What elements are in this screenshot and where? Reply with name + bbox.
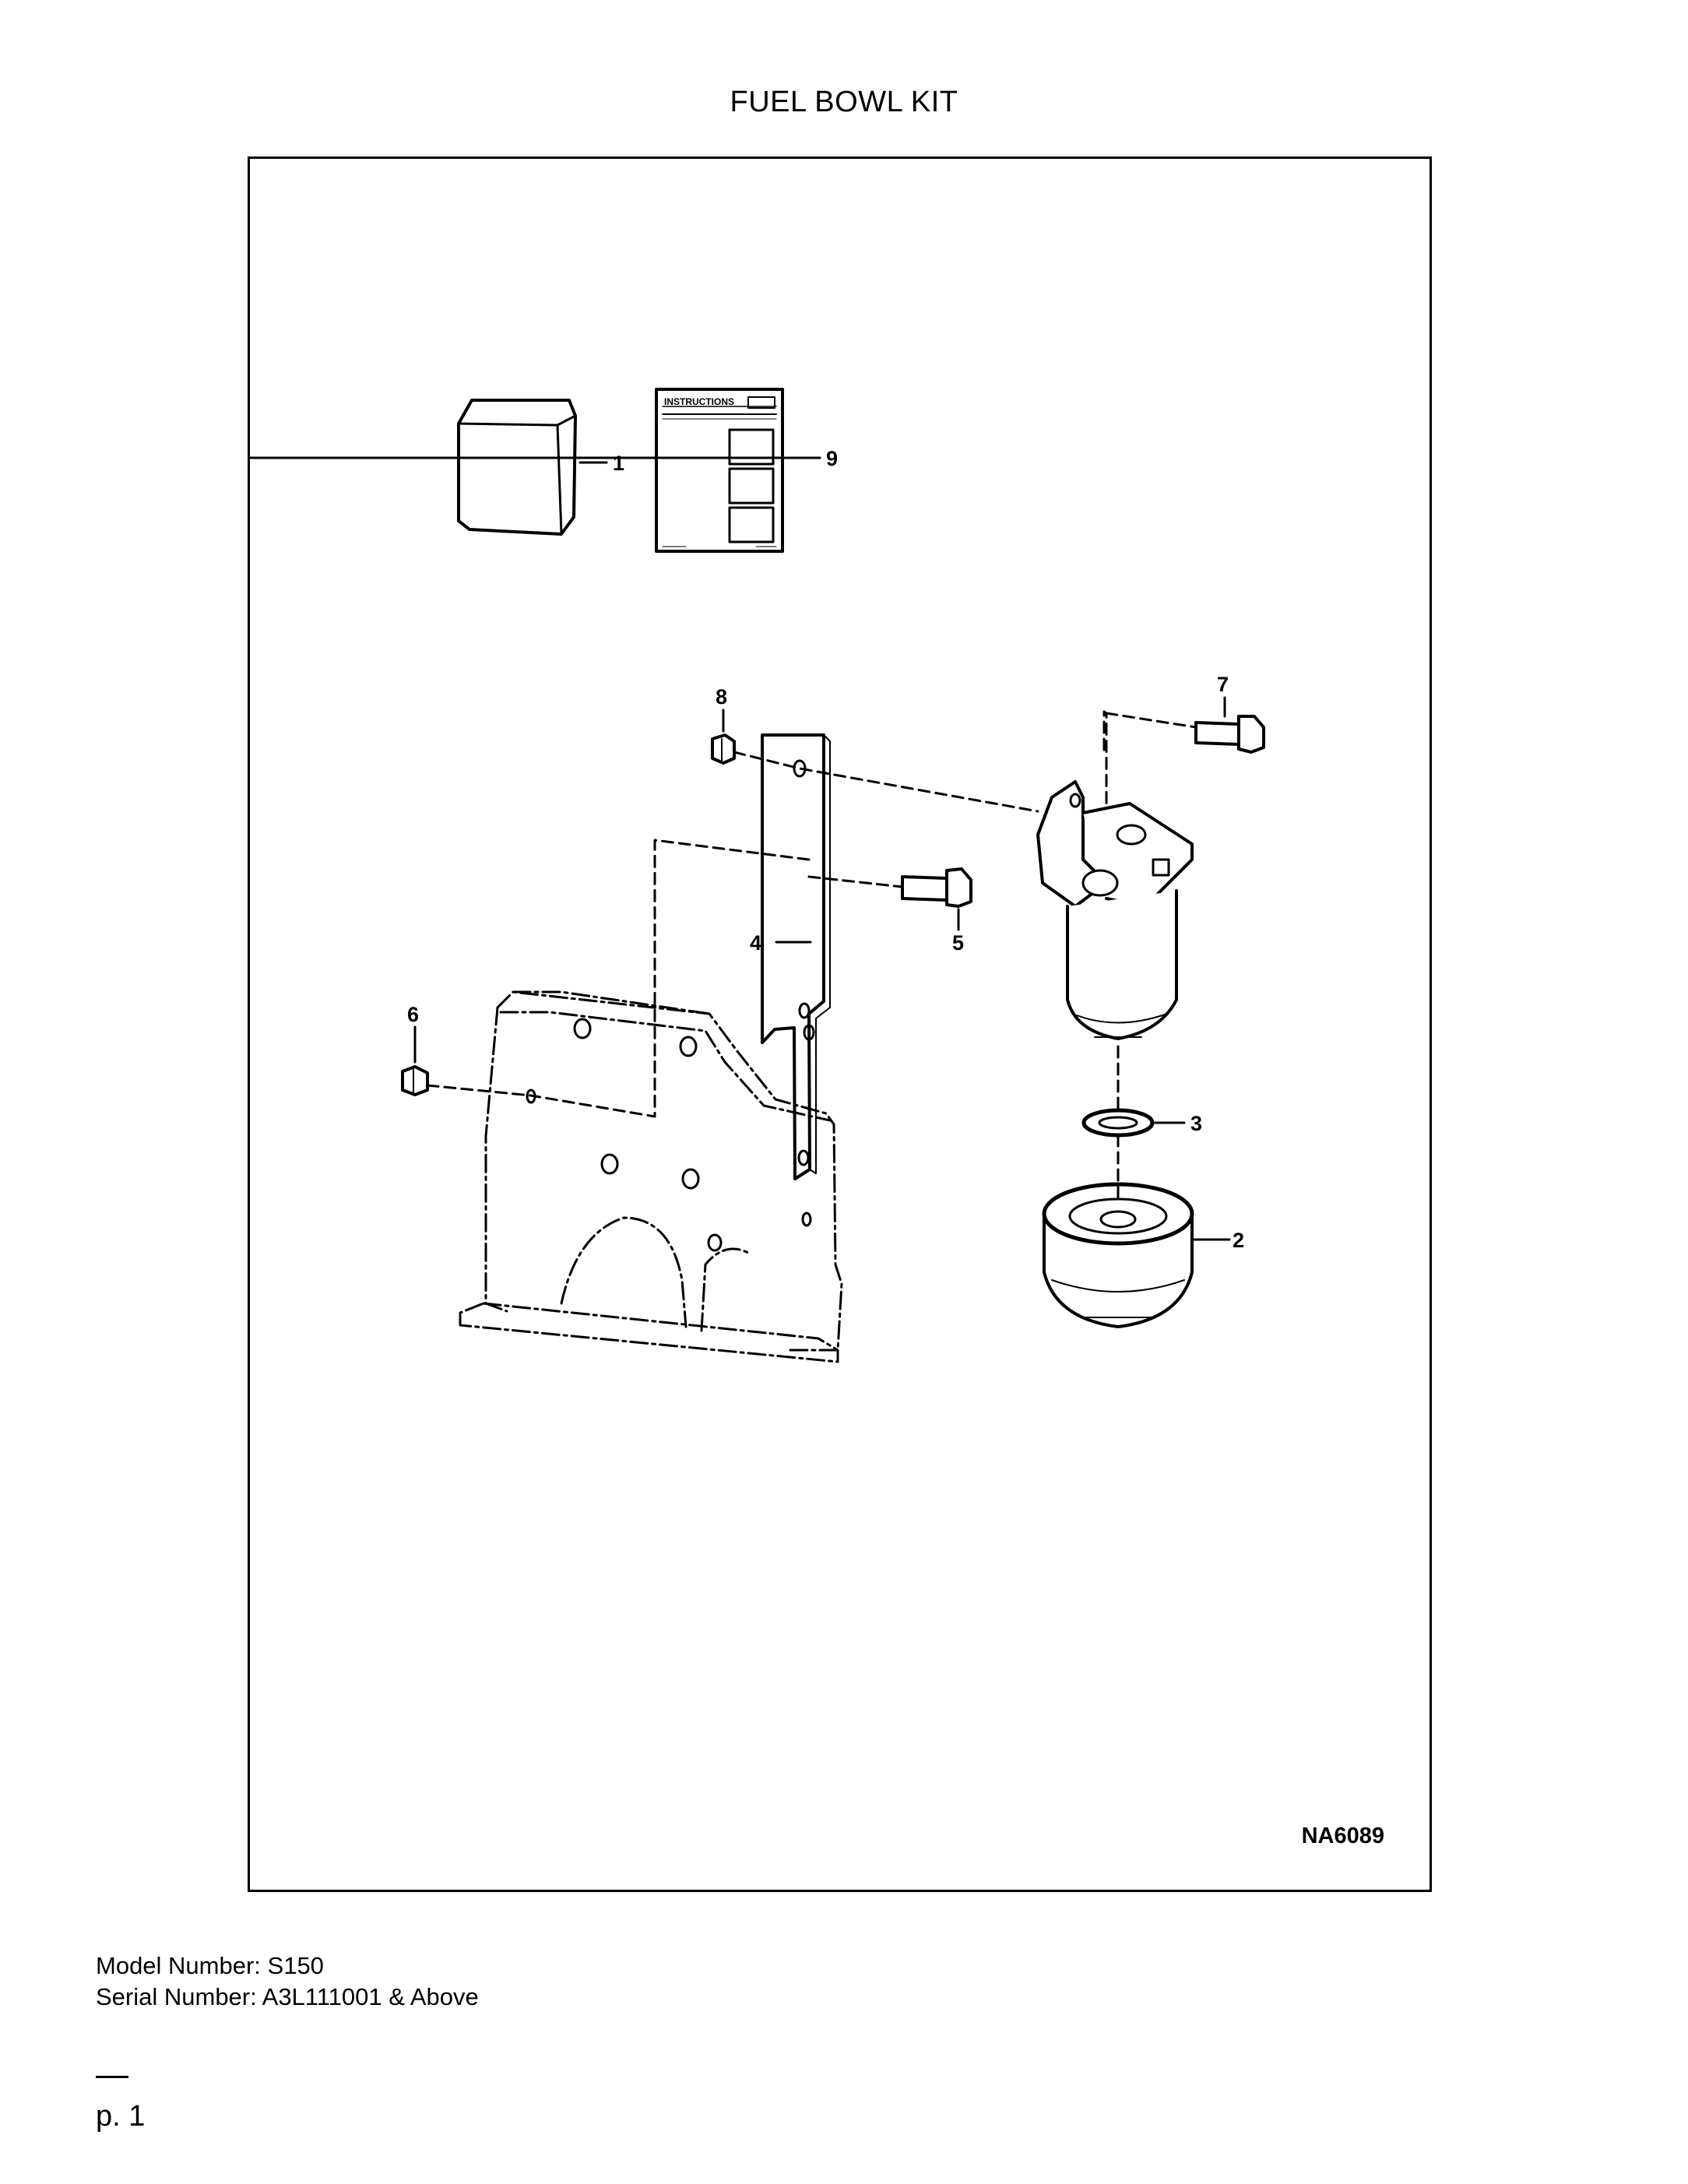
page-number: p. 1 bbox=[96, 2100, 146, 2133]
part-filter-head bbox=[1036, 780, 1194, 908]
callout-5: 5 bbox=[952, 931, 964, 955]
callout-3: 3 bbox=[1190, 1112, 1202, 1135]
callout-labels: 1 2 3 4 5 6 7 8 9 INSTRUCTIONS bbox=[407, 396, 1244, 1252]
exploded-parts-diagram: 1 2 3 4 5 6 7 8 9 INSTRUCTIONS bbox=[250, 388, 1265, 1363]
leader-lines bbox=[250, 456, 1231, 1241]
part-nut-upper bbox=[711, 733, 736, 765]
part-box-kit bbox=[457, 399, 577, 536]
serial-number: Serial Number: A3L111001 & Above bbox=[96, 1983, 479, 2010]
part-l-bracket bbox=[761, 733, 831, 1180]
mounting-plate-holes bbox=[526, 1018, 812, 1252]
part-bolt-5 bbox=[901, 867, 972, 908]
instructions-sheet-heading: INSTRUCTIONS bbox=[664, 396, 734, 407]
footer-info: Model Number: S150 Serial Number: A3L111… bbox=[96, 1950, 479, 2013]
part-nut-left bbox=[401, 1065, 429, 1096]
assembly-lines bbox=[426, 710, 1197, 1204]
part-seal-ring bbox=[1081, 1108, 1155, 1138]
callout-7: 7 bbox=[1217, 673, 1229, 696]
callout-4: 4 bbox=[750, 931, 761, 955]
part-mounting-plate bbox=[459, 990, 843, 1363]
callout-6: 6 bbox=[407, 1003, 419, 1026]
part-instructions-sheet bbox=[655, 388, 784, 553]
model-number: Model Number: S150 bbox=[96, 1952, 324, 1979]
callout-9: 9 bbox=[826, 447, 838, 470]
page-title: FUEL BOWL KIT bbox=[730, 86, 958, 118]
figure-code: NA6089 bbox=[1301, 1824, 1384, 1848]
part-filter-element bbox=[1042, 1182, 1194, 1328]
part-bolt-7 bbox=[1194, 715, 1265, 754]
callout-8: 8 bbox=[716, 685, 727, 709]
part-fuel-bowl bbox=[1066, 889, 1178, 1040]
callout-2: 2 bbox=[1233, 1229, 1244, 1252]
page-number-rule bbox=[96, 2076, 128, 2078]
callout-1: 1 bbox=[613, 452, 624, 475]
diagram-frame: 1 2 3 4 5 6 7 8 9 INSTRUCTIONS NA6089 bbox=[248, 157, 1432, 1892]
